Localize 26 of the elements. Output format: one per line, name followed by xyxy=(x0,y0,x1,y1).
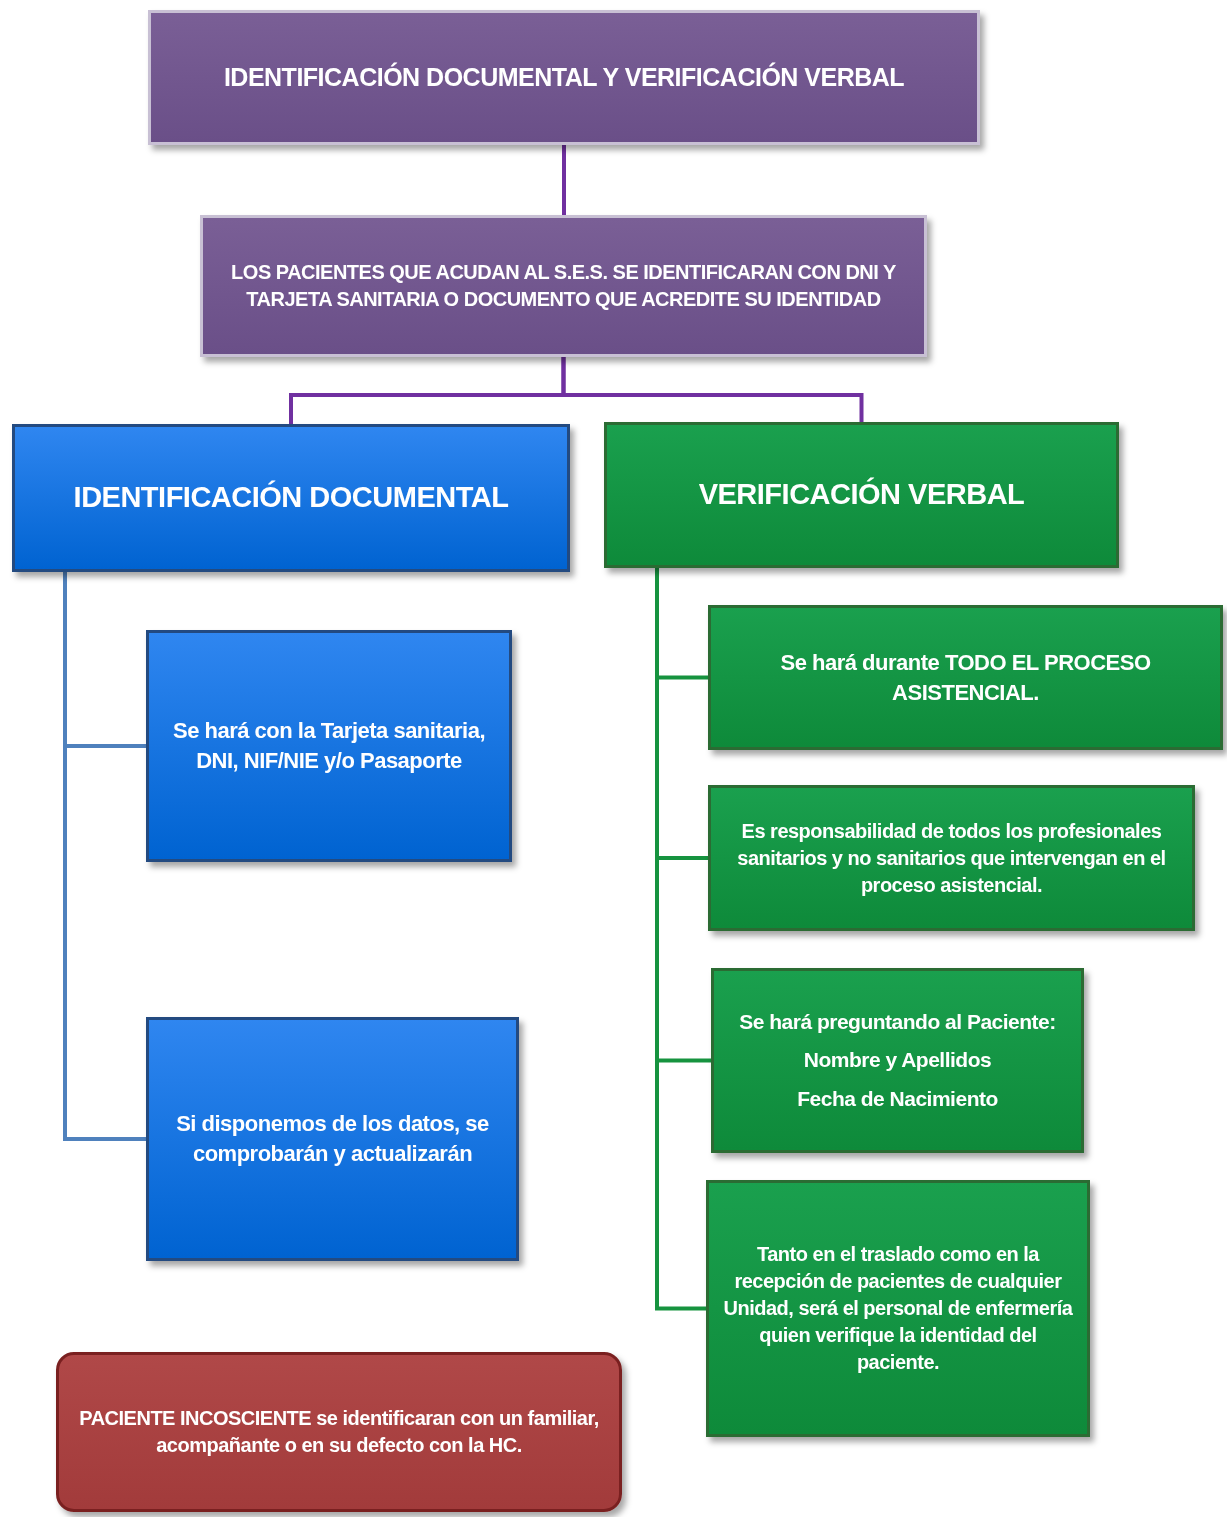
box-text: PACIENTE INCOSCIENTE se identificaran con un familiar, acompañante o en su defecto con la HC. xyxy=(78,1406,600,1458)
box-text: Es responsabilidad de todos los profesionales sanitarios y no sanitarios que intervengan en el proceso asistencial. xyxy=(736,818,1167,898)
box-text: LOS PACIENTES QUE ACUDAN AL S.E.S. SE IDENTIFICARAN CON DNI Y TARJETA SANITARIA O DOCUMENTO QUE ACREDITE SU IDENTIDAD xyxy=(230,260,897,312)
process-box xyxy=(708,785,1195,931)
process-box xyxy=(146,630,512,862)
process-box xyxy=(56,1352,622,1512)
process-box xyxy=(12,424,570,572)
process-box xyxy=(148,10,980,145)
box-text: Fecha de Nacimiento xyxy=(797,1085,998,1112)
box-text: Si disponemos de los datos, se comprobarán y actualizarán xyxy=(175,1110,490,1168)
process-box xyxy=(604,422,1119,568)
box-text: Se hará con la Tarjeta sanitaria, DNI, NIF/NIE y/o Pasaporte xyxy=(172,717,486,775)
box-text: VERIFICACIÓN VERBAL xyxy=(698,476,1025,513)
box-text: IDENTIFICACIÓN DOCUMENTAL Y VERIFICACIÓN VERBAL xyxy=(223,61,905,93)
process-box xyxy=(708,605,1223,750)
process-box xyxy=(706,1180,1090,1437)
box-text: Tanto en el traslado como en la recepción de pacientes de cualquier Unidad, será el personal de enfermería quien verifique la identidad del paciente. xyxy=(722,1242,1074,1375)
box-text: Se hará durante TODO EL PROCESO ASISTENCIAL. xyxy=(779,648,1152,707)
connector-line xyxy=(561,357,864,422)
connector-line xyxy=(562,145,566,215)
box-text: Nombre y Apellidos xyxy=(803,1047,992,1074)
process-box xyxy=(146,1017,519,1261)
process-box xyxy=(200,215,927,357)
box-text: Se hará preguntando al Paciente: xyxy=(739,1009,1056,1035)
process-box xyxy=(711,968,1084,1153)
box-text: IDENTIFICACIÓN DOCUMENTAL xyxy=(73,479,509,516)
